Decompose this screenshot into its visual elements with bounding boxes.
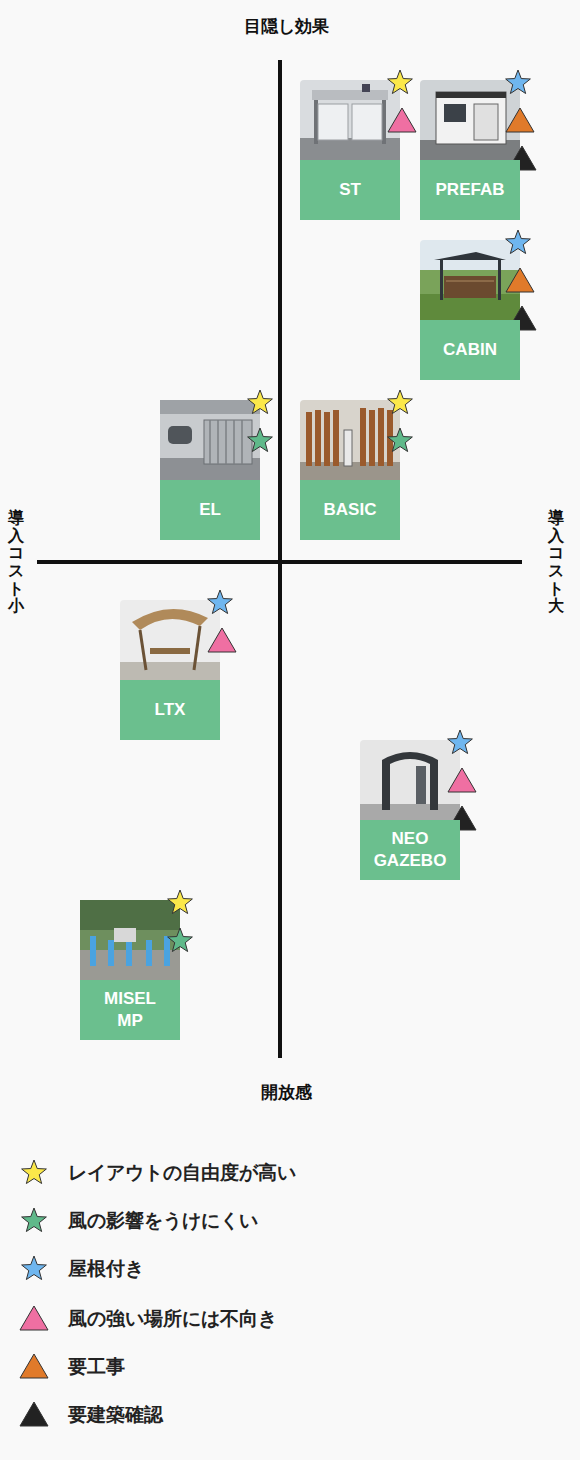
legend-text: 風の影響をうけにくい <box>68 1208 258 1234</box>
product-tile: CABIN <box>420 320 520 380</box>
product-name: CABIN <box>443 339 497 361</box>
product-tile: NEO GAZEBO <box>360 820 460 880</box>
misel-mp-photo <box>80 900 180 980</box>
basic-photo <box>300 400 400 480</box>
product-tile: EL <box>160 480 260 540</box>
legend-symbols <box>20 1160 48 1426</box>
product-name: ST <box>339 179 361 201</box>
product-name: PREFAB <box>436 179 505 201</box>
el-photo <box>160 400 260 480</box>
legend-text: 要工事 <box>68 1354 125 1380</box>
st-photo <box>300 80 400 160</box>
legend-text: 要建築確認 <box>68 1402 163 1428</box>
axis-label: 導入コスト大 <box>548 509 564 615</box>
neo-gazebo-photo <box>360 740 460 820</box>
ltx-photo <box>120 600 220 680</box>
legend-text: 風の強い場所には不向き <box>68 1306 277 1332</box>
legend-text: 屋根付き <box>68 1256 144 1282</box>
product-tile: MISEL MP <box>80 980 180 1040</box>
product-name: MISEL MP <box>90 988 170 1032</box>
product-name: EL <box>199 499 221 521</box>
vertical-axis <box>278 60 282 1058</box>
product-tile: LTX <box>120 680 220 740</box>
product-name: LTX <box>155 699 186 721</box>
prefab-photo <box>420 80 520 160</box>
product-name: NEO GAZEBO <box>370 828 450 872</box>
product-name: BASIC <box>324 499 377 521</box>
axis-label: 開放感 <box>261 1081 312 1104</box>
horizontal-axis <box>37 560 522 564</box>
product-tile: ST <box>300 160 400 220</box>
axis-label: 導入コスト小 <box>8 509 24 615</box>
cabin-photo <box>420 240 520 320</box>
axis-label: 目隠し効果 <box>244 15 329 38</box>
product-tile: PREFAB <box>420 160 520 220</box>
legend-text: レイアウトの自由度が高い <box>68 1160 296 1186</box>
product-tile: BASIC <box>300 480 400 540</box>
